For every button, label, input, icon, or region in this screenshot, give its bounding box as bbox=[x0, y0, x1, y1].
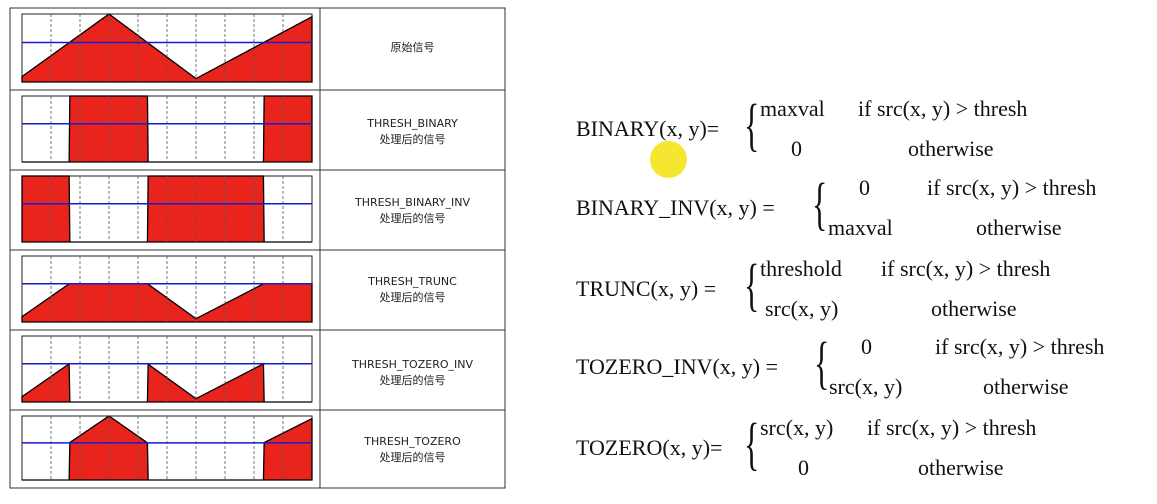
case1-value: threshold bbox=[760, 256, 842, 281]
formula-lhs: TRUNC(x, y) = bbox=[576, 276, 717, 301]
row-label-thresh-tozero: THRESH_TOZERO 处理后的信号 bbox=[320, 434, 505, 466]
case1-condition: if src(x, y) > thresh bbox=[867, 415, 1037, 440]
row-label-line1: THRESH_TOZERO_INV bbox=[352, 358, 473, 371]
case2-condition: otherwise bbox=[931, 296, 1017, 321]
row-label-thresh-binary: THRESH_BINARY 处理后的信号 bbox=[320, 116, 505, 148]
formula-lhs: BINARY(x, y)= bbox=[576, 116, 720, 141]
signal-fill bbox=[22, 95, 313, 163]
row-label-line1: THRESH_TRUNC bbox=[368, 275, 457, 288]
row-label-original: 原始信号 bbox=[320, 40, 505, 56]
table-frame bbox=[9, 7, 506, 489]
row-label-line1: THRESH_BINARY bbox=[367, 117, 458, 130]
row-label-line1: THRESH_BINARY_INV bbox=[354, 196, 471, 209]
case1-condition: if src(x, y) > thresh bbox=[881, 256, 1051, 281]
case1-value: 0 bbox=[861, 334, 872, 359]
case2-condition: otherwise bbox=[918, 455, 1004, 480]
row-label-line2: 处理后的信号 bbox=[379, 374, 446, 387]
formula-lhs: TOZERO(x, y)= bbox=[576, 435, 723, 460]
row-label-line1: 原始信号 bbox=[390, 41, 435, 54]
case2-value: src(x, y) bbox=[829, 374, 903, 399]
case1-value: 0 bbox=[859, 175, 870, 200]
case1-condition: if src(x, y) > thresh bbox=[858, 96, 1028, 121]
left-brace-icon: { bbox=[812, 171, 828, 236]
case1-value: src(x, y) bbox=[760, 415, 834, 440]
case2-condition: otherwise bbox=[976, 215, 1062, 240]
case1-value: maxval bbox=[760, 96, 825, 121]
case2-value: 0 bbox=[798, 455, 809, 480]
case2-condition: otherwise bbox=[908, 136, 994, 161]
row-label-line2: 处理后的信号 bbox=[379, 133, 446, 146]
pointer-highlight bbox=[650, 141, 687, 178]
row-label-line2: 处理后的信号 bbox=[379, 291, 446, 304]
case2-condition: otherwise bbox=[983, 374, 1069, 399]
case1-condition: if src(x, y) > thresh bbox=[927, 175, 1097, 200]
left-brace-icon: { bbox=[744, 92, 760, 157]
case2-value: src(x, y) bbox=[765, 296, 839, 321]
threshold-signal-table: 原始信号 THRESH_BINARY 处理后的信号 THRESH_BINARY_… bbox=[0, 0, 520, 499]
left-brace-icon: { bbox=[744, 411, 760, 476]
left-brace-icon: { bbox=[814, 330, 830, 395]
case2-value: 0 bbox=[791, 136, 802, 161]
row-label-line2: 处理后的信号 bbox=[379, 451, 446, 464]
row-label-thresh-tozero-inv: THRESH_TOZERO_INV 处理后的信号 bbox=[320, 357, 505, 389]
row-label-line1: THRESH_TOZERO bbox=[364, 435, 461, 448]
signal-plots bbox=[9, 7, 506, 489]
row-label-thresh-binary-inv: THRESH_BINARY_INV 处理后的信号 bbox=[320, 195, 505, 227]
case1-condition: if src(x, y) > thresh bbox=[935, 334, 1105, 359]
formula-lhs: BINARY_INV(x, y) = bbox=[576, 195, 775, 220]
left-brace-icon: { bbox=[744, 252, 760, 317]
case2-value: maxval bbox=[828, 215, 893, 240]
row-label-line2: 处理后的信号 bbox=[379, 212, 446, 225]
formula-lhs: TOZERO_INV(x, y) = bbox=[576, 354, 779, 379]
row-label-thresh-trunc: THRESH_TRUNC 处理后的信号 bbox=[320, 274, 505, 306]
